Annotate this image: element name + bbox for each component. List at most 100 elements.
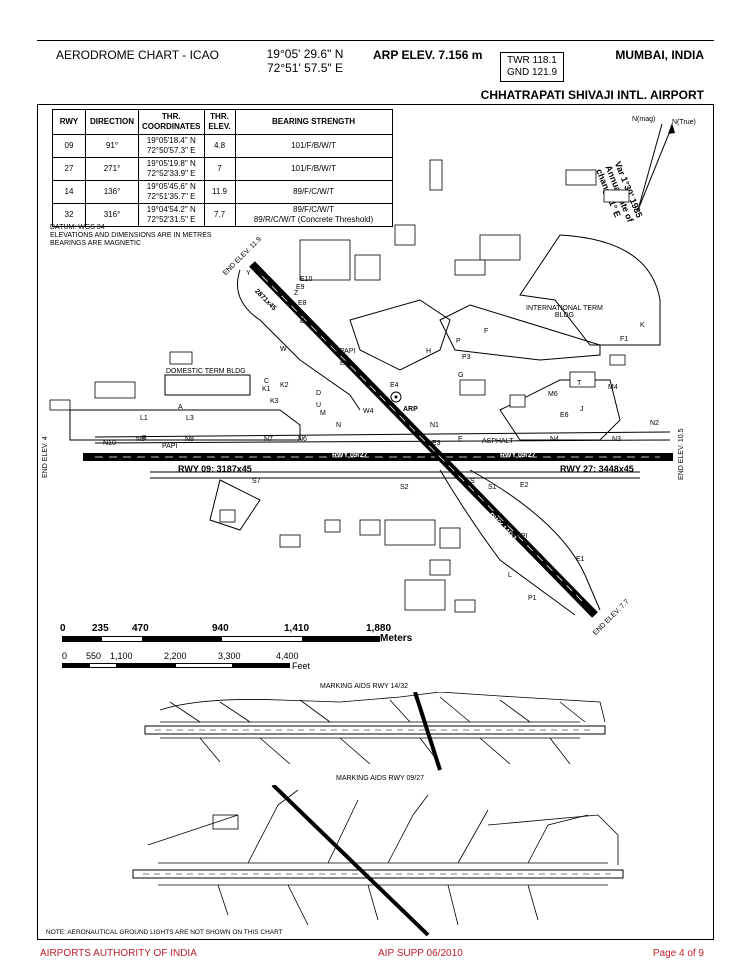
tower-frequency: TWR 118.1 <box>507 55 557 66</box>
city-name: MUMBAI, INDIA <box>615 48 704 62</box>
chart-notes: DATUM: WGS 84 ELEVATIONS AND DIMENSIONS … <box>50 224 212 248</box>
coord-lon: 72°51'35.7" E <box>147 192 196 201</box>
papi-label-south: PAPI <box>512 533 528 540</box>
bearing-line-1: 89/F/C/W/T <box>293 205 334 214</box>
north-apron <box>237 269 361 411</box>
row-direction: 136° <box>85 180 139 204</box>
frequency-box: TWR 118.1 GND 121.9 <box>500 52 565 82</box>
bearing-line-2: 89/R/C/W/T (Concrete Threshold) <box>253 215 374 224</box>
chart-title: AERODROME CHART - ICAO <box>56 48 219 62</box>
international-apron <box>439 304 601 361</box>
twy-label: L3 <box>186 415 194 422</box>
twy-label: S1 <box>488 484 497 491</box>
west-apron-south <box>209 479 261 531</box>
twy-label: D <box>316 390 322 397</box>
rwy-0927-label: RWY 09/27 <box>332 452 368 459</box>
twy-label: T <box>577 380 582 387</box>
twy-label: E6 <box>560 412 569 419</box>
marking-aids-1432-diagram <box>144 692 606 771</box>
twy-label: L <box>508 572 512 579</box>
twy-label: E <box>458 436 463 443</box>
scale-tick-label: 940 <box>212 623 229 634</box>
coord-lon: 72°50'57.3" E <box>147 146 196 155</box>
arp-coordinates: 19°05' 29.6" N 72°51' 57.5" E <box>250 47 360 75</box>
coord-lat: 19°05'19.8" N <box>146 159 196 168</box>
arp-marker <box>390 391 402 403</box>
south-taxiway-2 <box>439 469 576 616</box>
marking-aids-1432-title: MARKING AIDS RWY 14/32 <box>320 683 409 690</box>
scale-tick-label: 2,200 <box>164 651 187 661</box>
ground-lights-note: NOTE: AERONAUTICAL GROUND LIGHTS ARE NOT… <box>46 929 283 936</box>
twy-label: N3 <box>612 436 621 443</box>
international-terminal-label: INTERNATIONAL TERM BLDG <box>526 305 603 319</box>
asphalt-label: ASPHALT <box>482 438 514 445</box>
twy-label: J <box>580 406 584 413</box>
scale-unit-feet: Feet <box>292 661 311 671</box>
twy-label: W4 <box>363 408 374 415</box>
scale-tick-label: 1,880 <box>366 623 392 634</box>
parallel-taxiway-north-2 <box>94 439 671 444</box>
twy-label: N1 <box>430 422 439 429</box>
aerodrome-map <box>49 159 673 618</box>
papi-label-north: PAPI <box>340 348 356 355</box>
parallel-taxiway-north <box>94 431 671 438</box>
scale-tick-label: 1,410 <box>284 623 310 634</box>
twy-label: A <box>178 404 183 411</box>
coord-lon: 72°52'33.9" E <box>147 169 196 178</box>
twy-label: W <box>280 346 287 353</box>
rwy-0927-label-right: RWY 09/27 <box>500 452 536 459</box>
scale-tick-label: 550 <box>86 651 102 661</box>
arp-elevation: ARP ELEV. 7.156 m <box>373 48 483 62</box>
scale-tick-label: 4,400 <box>276 651 299 661</box>
north-arrow <box>637 123 675 211</box>
papi-label-west: PAPI <box>162 443 178 450</box>
feet-scale-bar <box>62 663 290 668</box>
twy-label: Z <box>294 290 299 297</box>
ground-frequency: GND 121.9 <box>507 67 558 78</box>
twy-label: L1 <box>140 415 148 422</box>
arp-lon: 72°51' 57.5" E <box>266 61 344 75</box>
datum-note: DATUM: WGS 84 <box>50 224 105 231</box>
marking-aids-0927-title: MARKING AIDS RWY 09/27 <box>336 775 425 782</box>
twy-label: N7 <box>264 436 273 443</box>
scale-tick-label: 235 <box>92 623 109 634</box>
scale-tick-label: 0 <box>62 651 68 661</box>
twy-label: N2 <box>650 420 659 427</box>
twy-label: B <box>142 435 147 442</box>
marking-aids-0927-diagram <box>132 785 624 937</box>
twy-label: N9 <box>136 436 145 443</box>
twy-label: P <box>456 338 461 345</box>
twy-label: P1 <box>528 595 537 602</box>
col-elevation: THR. ELEV. <box>203 109 236 135</box>
end-elev-27: END ELEV. 10.5 <box>678 428 685 481</box>
international-terminal-outline <box>519 234 661 346</box>
rwy-27-dimension: RWY 27: 3448x45 <box>560 464 634 474</box>
twy-label: P3 <box>462 354 471 361</box>
twy-label: C <box>264 378 270 385</box>
meter-scale-bar <box>62 636 380 642</box>
north-mag-label: N(mag) <box>632 116 656 123</box>
twy-label: N8 <box>185 436 194 443</box>
west-apron <box>69 409 301 441</box>
domestic-terminal-label: DOMESTIC TERM BLDG <box>166 368 246 375</box>
buildings <box>49 159 630 613</box>
row-bearing: 101/F/B/W/T <box>234 157 393 181</box>
twy-label: F <box>484 328 489 335</box>
twy-label: N4 <box>550 436 559 443</box>
arp-label: ARP <box>403 406 418 413</box>
intl-term-line-2: BLDG <box>554 312 574 319</box>
twy-label: K3 <box>270 398 279 405</box>
east-taxiway-loop <box>499 379 621 441</box>
twy-label: S7 <box>252 478 261 485</box>
twy-label: E1 <box>576 556 585 563</box>
twy-label: E2 <box>520 482 529 489</box>
scale-tick-label: 3,300 <box>218 651 241 661</box>
intl-term-line-1: INTERNATIONAL TERM <box>526 305 603 312</box>
twy-label: E8 <box>298 300 307 307</box>
twy-label: E3 <box>432 440 441 447</box>
